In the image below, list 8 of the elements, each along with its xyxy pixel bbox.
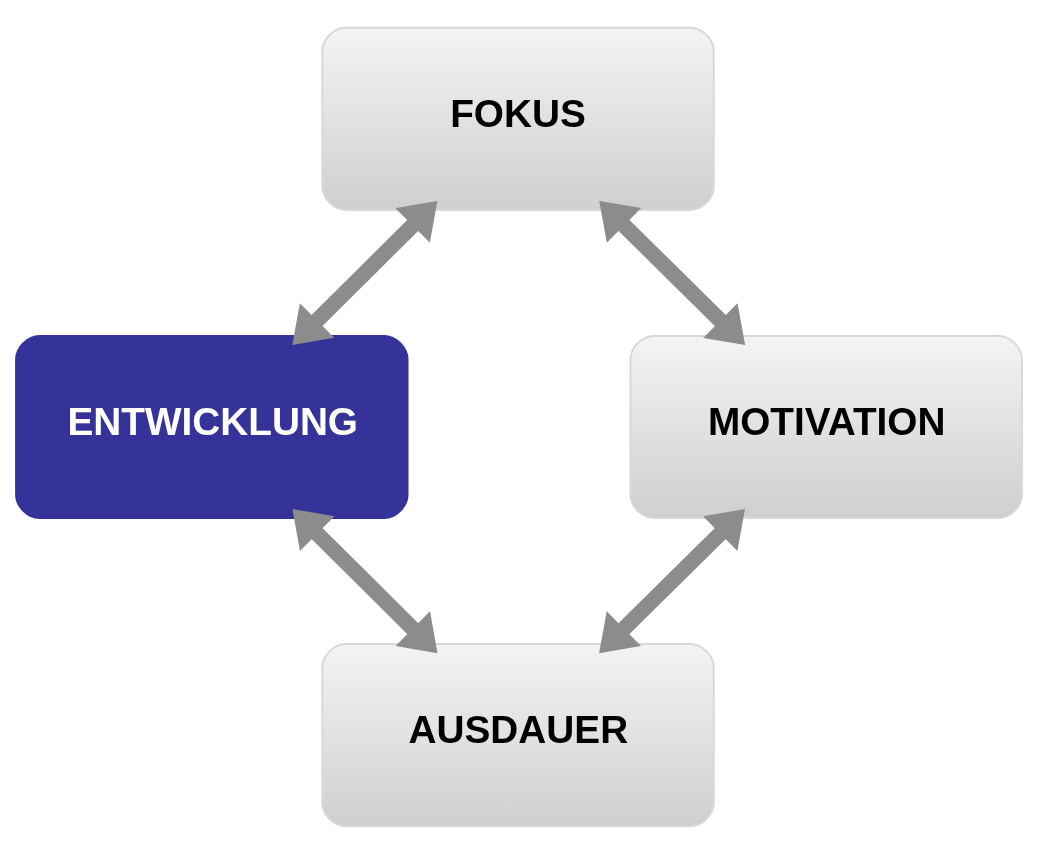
node-box: AUSDAUER: [321, 643, 715, 828]
node-box: MOTIVATION: [629, 334, 1023, 520]
arrow: [599, 200, 746, 345]
arrow: [292, 509, 438, 654]
node-box: FOKUS: [321, 26, 715, 211]
node-box: ENTWICKLUNG: [15, 334, 409, 520]
arrow: [599, 509, 745, 654]
arrow: [292, 200, 438, 346]
